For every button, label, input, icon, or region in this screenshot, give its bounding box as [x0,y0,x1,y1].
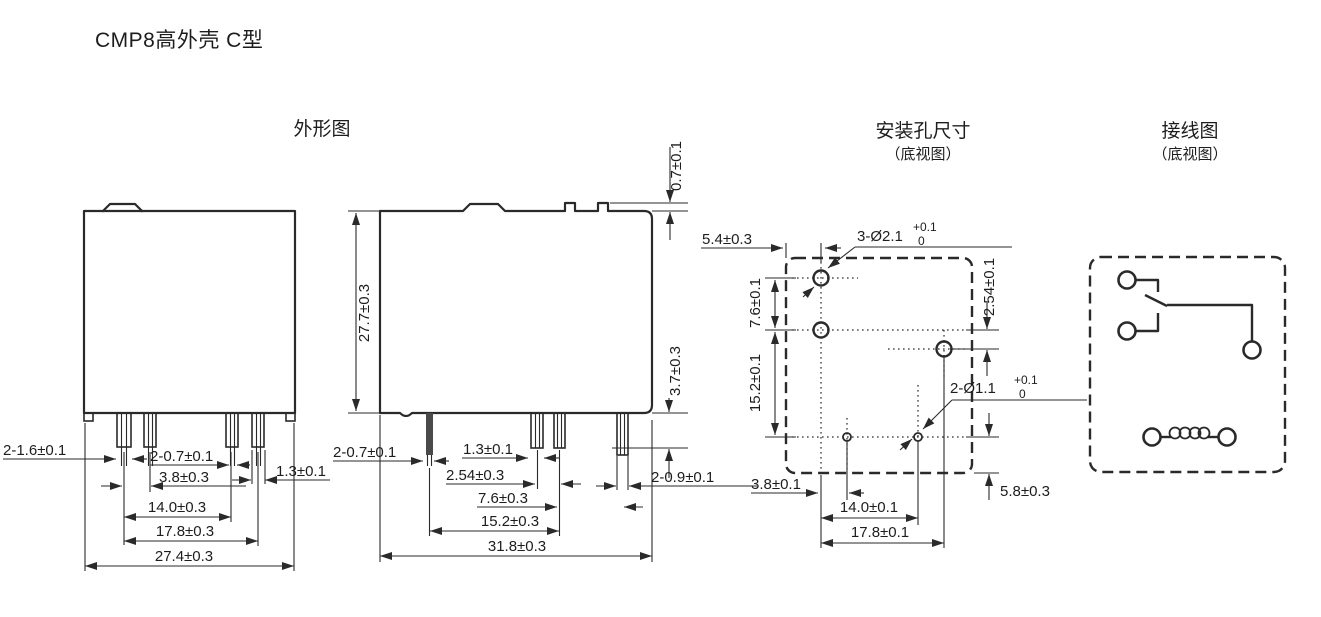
centerlines [792,262,966,469]
contact-circuit [1117,270,1262,360]
foot-left [83,412,94,422]
front-pins [116,412,265,466]
side-pins [426,412,629,466]
dim-label: 17.8±0.1 [851,524,909,541]
coil-loop [1178,426,1192,440]
wiring-diagram [1088,255,1287,474]
terminal-nc [1117,270,1137,290]
front-view: 2-1.6±0.1 2-0.7±0.1 3.8±0.3 1.3±0.1 14.0… [3,202,330,571]
coil-loop [1188,426,1202,440]
dim-label: 3.8±0.1 [751,476,801,493]
dim-label: 1.3±0.1 [463,441,513,458]
dim-label: 5.8±0.3 [1000,483,1050,500]
dim-tolerance-upper: +0.1 [913,220,937,234]
coil-loop [1168,426,1182,440]
side-view: 27.7±0.3 0.7±0.1 3.7±0.3 2-0.7±0.1 1.3±0… [333,141,757,562]
dim-label: 3.8±0.3 [159,469,209,486]
pin-front [426,413,433,455]
switch-blade [1144,293,1168,308]
hole-large [812,269,830,287]
section-subtitle-wiring: （底视图） [1152,146,1228,163]
mounting-dimension-lines [701,244,993,547]
section-title-mounting: 安装孔尺寸 [875,121,971,142]
mounting-extension-lines [765,243,999,548]
front-dimension-labels: 2-1.6±0.1 2-0.7±0.1 3.8±0.3 1.3±0.1 14.0… [3,442,326,565]
dim-label: 2.54±0.3 [446,467,504,484]
dim-label: 3-Ø2.1 [857,228,903,245]
dim-tolerance-upper: +0.1 [1014,373,1038,387]
dim-label: 7.6±0.3 [478,490,528,507]
front-dimension-lines [3,455,330,570]
coil-loop [1197,426,1211,440]
dim-label: 7.6±0.1 [747,278,764,328]
dim-label: 15.2±0.3 [481,513,539,530]
section-subtitle-mounting: （底视图） [885,146,961,163]
dim-tolerance-lower: 0 [918,234,925,248]
foot-right [285,412,296,422]
page-title: CMP8高外壳 C型 [95,29,264,52]
section-title-wiring: 接线图 [1161,121,1219,142]
mounting-hole-view: 5.4±0.3 3-Ø2.1 +0.1 0 7.6±0.1 15.2±0.1 2… [701,220,1087,548]
dim-label: 27.7±0.3 [356,284,373,342]
dim-label: 2-0.7±0.1 [150,448,213,465]
section-title-outline: 外形图 [293,119,351,140]
dim-label: 27.4±0.3 [155,548,213,565]
dim-label: 1.3±0.1 [276,463,326,480]
coil-circuit [1142,426,1237,447]
dim-label: 2.54±0.1 [981,258,998,316]
dim-label: 14.0±0.1 [840,499,898,516]
dim-label: 2-1.6±0.1 [3,442,66,459]
dim-label: 0.7±0.1 [668,141,685,191]
dim-label: 15.2±0.1 [747,354,764,412]
terminal-common [1242,340,1262,360]
side-extension-lines [348,202,688,562]
footprint-outline [784,256,974,475]
terminal-coil-b [1217,427,1237,447]
dim-label: 2-Ø1.1 [950,380,996,397]
hole-callout-leaders [802,246,1087,451]
dim-label: 17.8±0.3 [156,523,214,540]
dim-label: 2-0.7±0.1 [333,444,396,461]
terminal-no [1117,321,1137,341]
dim-label: 14.0±0.3 [148,499,206,516]
top-latch-bump [101,202,144,213]
wiring-outline [1088,255,1287,474]
mounting-holes [812,269,953,442]
mounting-dimension-labels: 5.4±0.3 3-Ø2.1 +0.1 0 7.6±0.1 15.2±0.1 2… [702,220,1050,541]
dim-tolerance-lower: 0 [1019,387,1026,401]
dim-label: 2-0.9±0.1 [651,469,714,486]
dim-label: 3.7±0.3 [667,346,684,396]
hole-large [812,321,830,339]
terminal-coil-a [1142,427,1162,447]
dim-label: 5.4±0.3 [702,231,752,248]
side-dimension-lines [333,147,757,560]
dim-label: 31.8±0.3 [488,538,546,555]
side-dimension-labels: 27.7±0.3 0.7±0.1 3.7±0.3 2-0.7±0.1 1.3±0… [333,141,714,555]
